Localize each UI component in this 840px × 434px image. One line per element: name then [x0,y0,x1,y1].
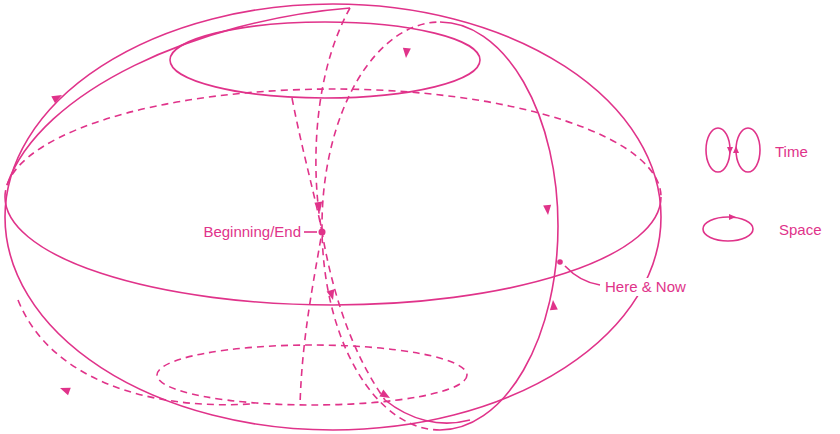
time-loop-front [440,22,558,430]
legend-text: Time [774,143,809,161]
lower-return [18,300,250,405]
point-label: Beginning/End [202,223,302,241]
inner-curve [292,98,322,405]
leader-line [565,266,600,285]
space-sample [703,217,753,241]
meridian-front [7,8,350,185]
time-loop-back [322,22,440,430]
point-label: Here & Now [604,278,687,296]
here-point [557,259,563,265]
arrowheads [51,48,558,402]
time-sample [706,128,730,172]
meridian-back [316,8,385,400]
legend-text: Space [778,221,823,239]
meridian-bottom [385,400,470,423]
equator-front [5,197,661,305]
beginning-point [319,229,326,236]
outer-ellipsoid [5,4,661,430]
bottom-ring [157,345,467,405]
arrowhead [733,146,739,153]
leader-line [304,231,317,233]
arrowhead [727,147,733,154]
time-sample [736,128,760,172]
